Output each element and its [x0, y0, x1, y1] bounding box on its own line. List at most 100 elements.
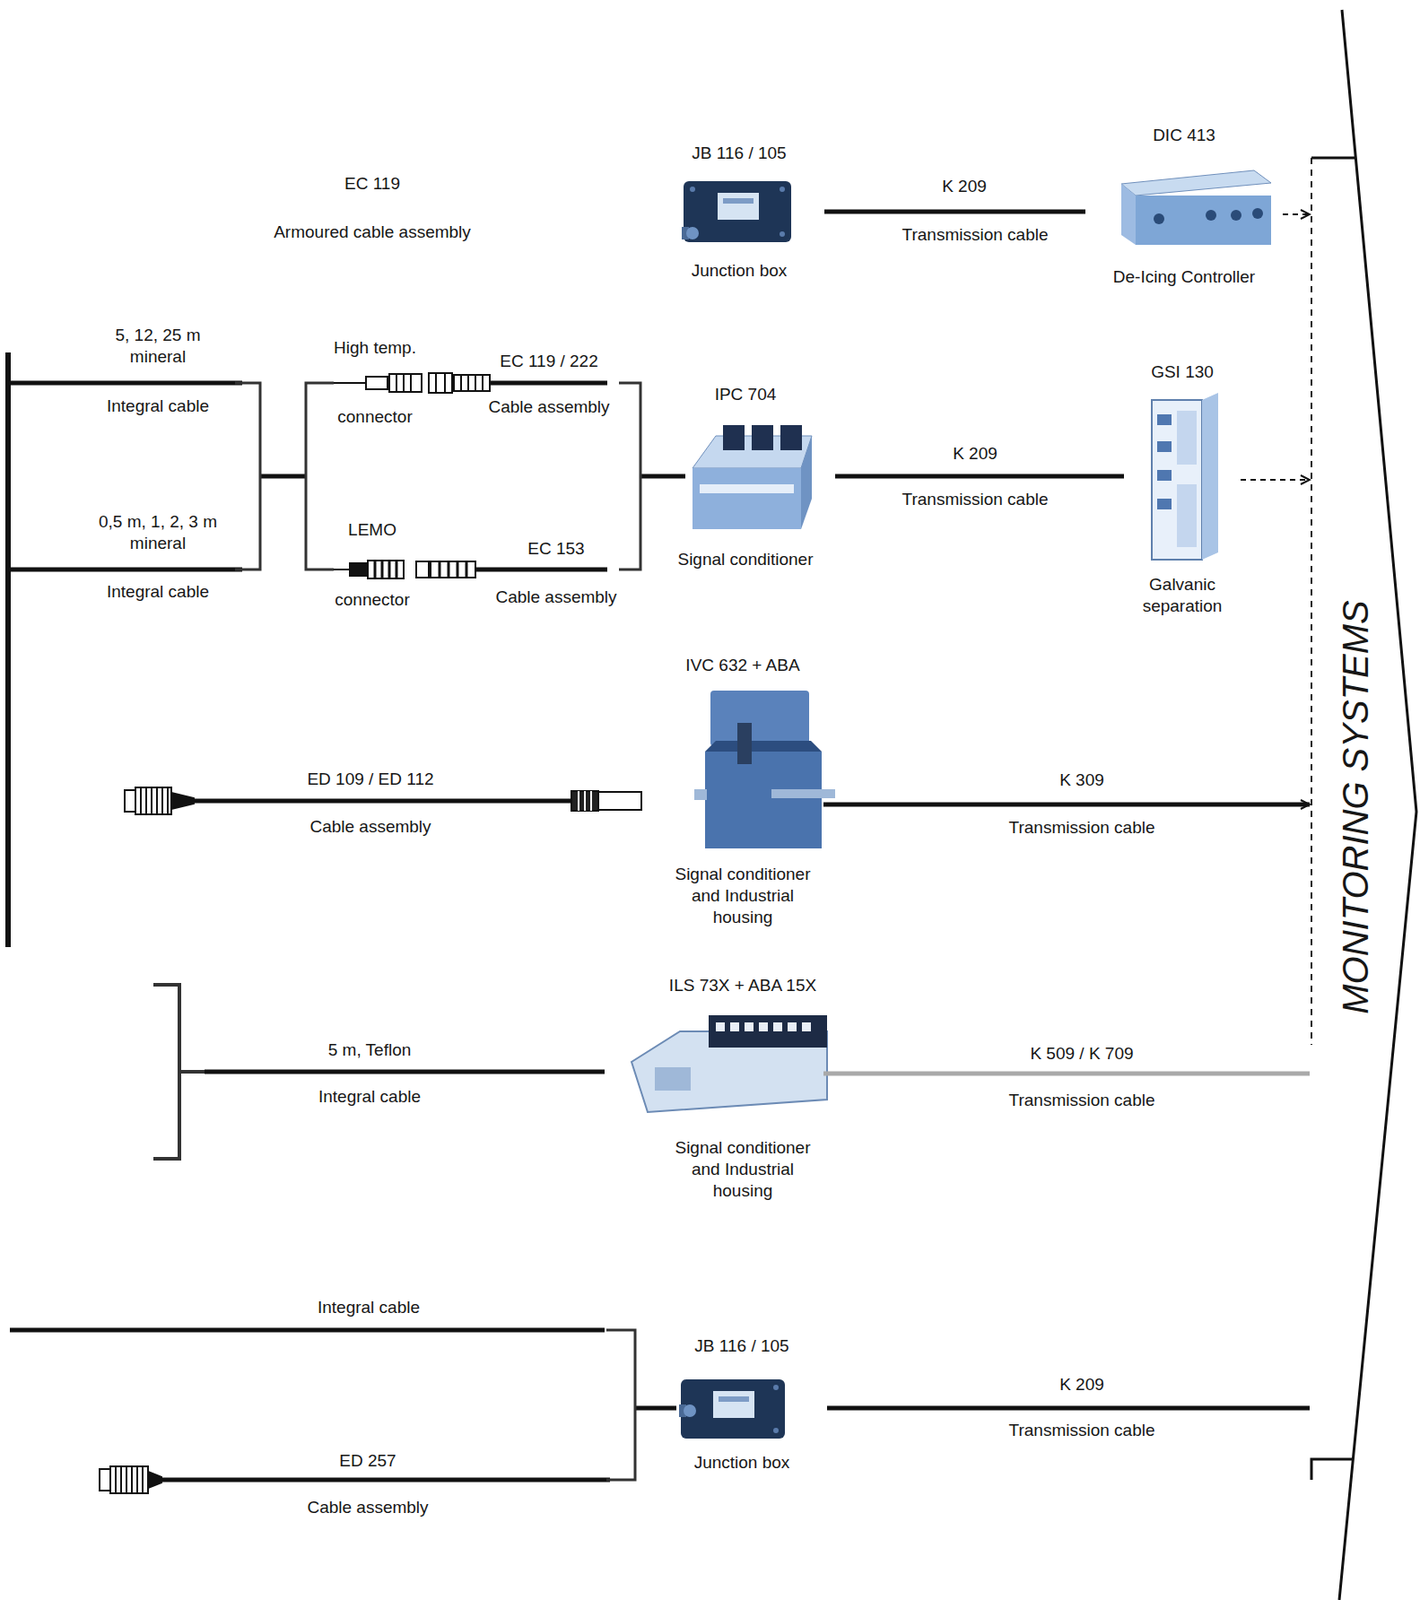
- transmission-cable: [823, 1071, 1310, 1077]
- cable-line: [635, 1406, 677, 1412]
- cable-plug: [99, 1469, 111, 1491]
- cable-line: [8, 381, 243, 386]
- high-temp-connector: [333, 382, 366, 384]
- icon-space: [653, 164, 825, 261]
- transmission-cable: [1240, 479, 1310, 481]
- high-temp-connector: [428, 373, 453, 393]
- junction-box-icon: [689, 186, 696, 192]
- galvanic-separation-icon: [1151, 400, 1203, 560]
- cable-line: [193, 799, 572, 804]
- cable-label: Cable assembly: [306, 1497, 428, 1519]
- cable-label: 5 m, Teflon: [328, 1039, 412, 1062]
- cable-label: connector: [337, 406, 412, 428]
- industrial-housing-icon: [694, 789, 707, 801]
- cable-plug: [598, 792, 642, 811]
- device-caption: Signal conditioner: [655, 548, 836, 571]
- signal-conditioner-icon: [692, 468, 802, 530]
- monitoring-systems: MONITORING SYSTEMS: [1309, 0, 1420, 1600]
- cable-label: Cable assembly: [309, 816, 431, 838]
- icon-space: [656, 1357, 828, 1453]
- industrial-housing-icon: [708, 1015, 828, 1048]
- cable-code: K 509 / K 709: [1026, 1043, 1137, 1065]
- transmission-cable: [1282, 213, 1310, 216]
- cable-code: K 309: [1055, 769, 1108, 792]
- bracket: [153, 383, 641, 1481]
- transmission-cable: [824, 209, 1086, 215]
- lemo-connector: [416, 561, 429, 578]
- high-temp-connector: [389, 374, 422, 393]
- junction-box-icon: [779, 231, 785, 237]
- controller-icon: [1252, 208, 1264, 219]
- bracket: [153, 984, 180, 1159]
- cable-code: K 209: [938, 175, 991, 198]
- junction-box-icon: [683, 1404, 697, 1418]
- junction-box-icon: [773, 1428, 779, 1434]
- controller-icon: [1121, 170, 1272, 196]
- signal-conditioner: IPC 704Signal conditioner: [655, 383, 836, 571]
- cable-plug: [140, 787, 168, 815]
- cable-plug: [578, 791, 592, 811]
- cable-label: Transmission cable: [1009, 1420, 1156, 1442]
- cable-label: 5, 12, 25 m mineral: [99, 324, 217, 368]
- cable-label: EC 119 / 222: [499, 350, 599, 373]
- junction-box: JB 116 / 105Junction box: [656, 1335, 828, 1474]
- lemo-connector: [367, 560, 404, 579]
- lemo-connector: [374, 560, 397, 579]
- cable-plug: [135, 787, 172, 815]
- device-caption: Signal conditioner and Industrial housin…: [662, 863, 824, 929]
- lemo-connector: [430, 561, 476, 578]
- industrial-housing-icon: [631, 1015, 828, 1113]
- device-caption: Junction box: [656, 1452, 828, 1474]
- transmission-cable: [835, 474, 1124, 480]
- high-temp-connector: [461, 374, 483, 392]
- device-code: ILS 73X + ABA 15X: [662, 975, 824, 997]
- junction-box-icon: [686, 226, 699, 240]
- lemo-connector: [333, 560, 476, 579]
- cable-plug: [148, 1472, 162, 1489]
- galvanic-separation: GSI 130Galvanic separation: [1123, 361, 1241, 618]
- icon-space: [662, 676, 824, 864]
- high-temp-connector: [435, 373, 445, 393]
- junction-box-icon: [723, 198, 754, 204]
- cable-line: [204, 1070, 605, 1075]
- cable-label: Cable assembly: [495, 586, 617, 609]
- device-code: JB 116 / 105: [653, 142, 825, 165]
- galvanic-separation-icon: [1157, 441, 1172, 453]
- cable-label: EC 119: [344, 173, 401, 195]
- junction-box-icon: [713, 1391, 755, 1419]
- icon-space: [1123, 383, 1241, 575]
- cable-line: [640, 474, 686, 480]
- controller-icon: [1121, 170, 1272, 245]
- industrial-housing-icon: [744, 1022, 754, 1032]
- cable-label: Armoured cable assembly: [273, 221, 471, 244]
- industrial-housing-icon: [771, 789, 836, 799]
- device-caption: Junction box: [653, 260, 825, 282]
- controller-icon: [1153, 213, 1165, 225]
- junction-box-icon: [773, 1385, 779, 1391]
- icon-space: [662, 996, 824, 1138]
- cable-line: [8, 352, 686, 1481]
- bracket: [618, 383, 641, 570]
- device-caption: Signal conditioner and Industrial housin…: [662, 1137, 824, 1203]
- bracket: [305, 383, 334, 570]
- device-code: IPC 704: [655, 383, 836, 406]
- cable-label: ED 257: [339, 1450, 396, 1473]
- signal-conditioner-icon: [751, 425, 774, 451]
- signal-conditioner-icon: [692, 425, 812, 530]
- controller-icon: [1121, 183, 1136, 245]
- high-temp-connector: [333, 373, 490, 393]
- cable-plug: [115, 1466, 143, 1494]
- cable-label: Transmission cable: [1009, 817, 1156, 839]
- cable-label: LEMO: [348, 519, 397, 541]
- high-temp-connector: [396, 374, 411, 393]
- cable-label: 0,5 m, 1, 2, 3 m mineral: [77, 511, 239, 555]
- cable-label: Integral cable: [318, 1086, 421, 1108]
- device-caption: De-Icing Controller: [1085, 266, 1283, 288]
- bracket: [606, 1330, 636, 1481]
- industrial-housing-icon: [773, 1022, 783, 1032]
- cable-label: connector: [334, 589, 410, 611]
- lemo-connector: [349, 563, 366, 576]
- galvanic-separation-icon: [1176, 410, 1197, 465]
